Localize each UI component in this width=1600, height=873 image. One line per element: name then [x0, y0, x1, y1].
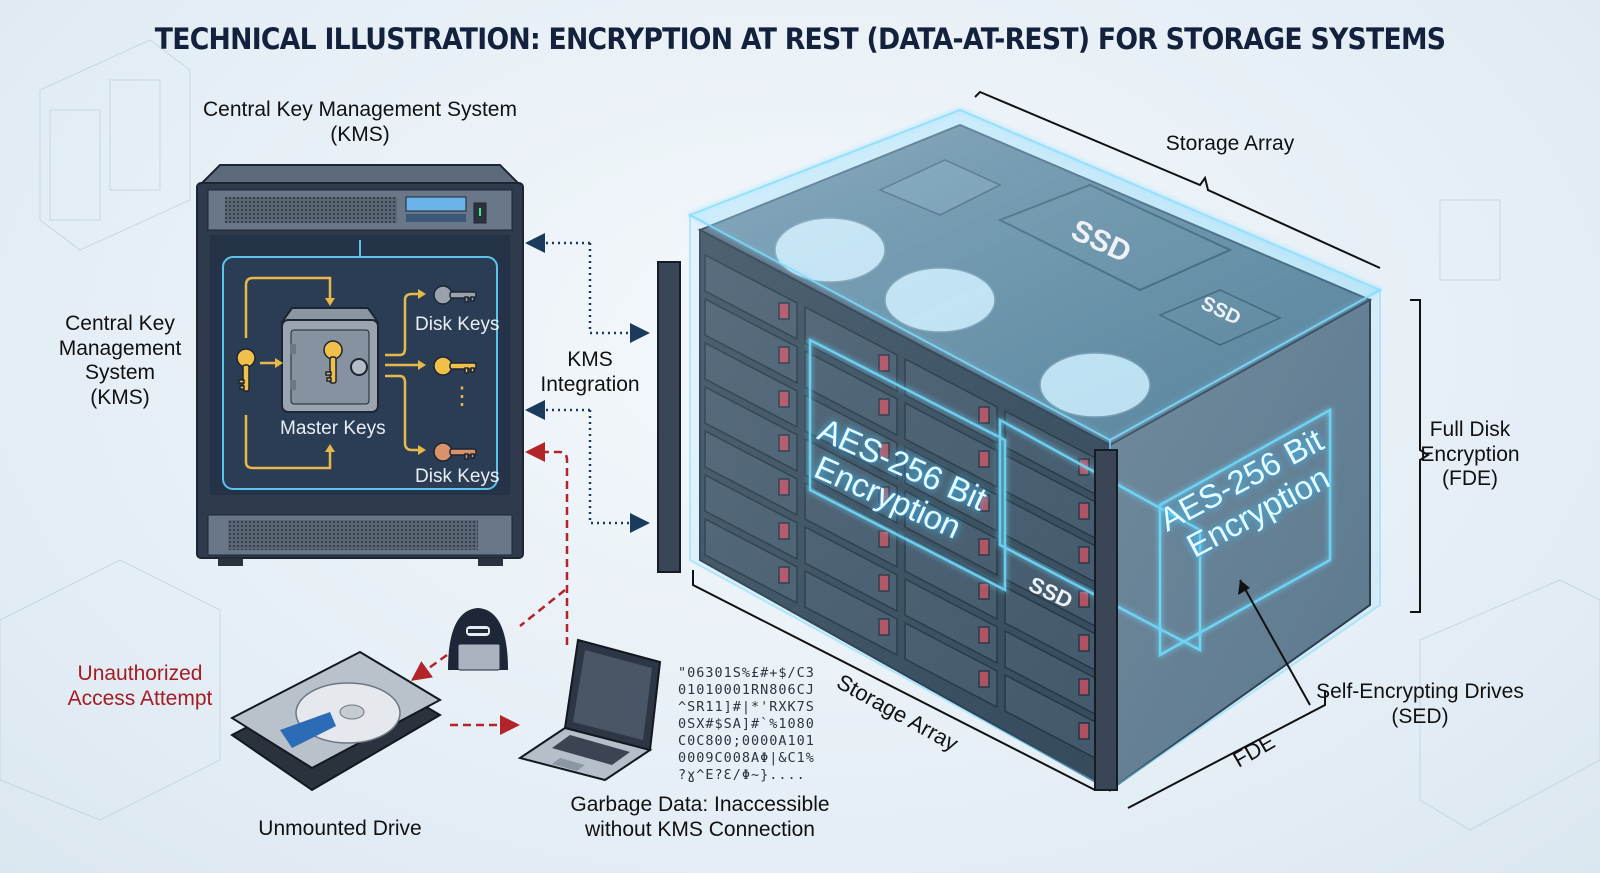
key-flow-arrowheads	[275, 289, 426, 455]
kms-integration-line2: Integration	[540, 372, 640, 396]
sed-label-line1: Self-Encrypting Drives	[1316, 680, 1524, 703]
unmounted-drive-icon	[229, 650, 443, 792]
garbage-line: ^SR11]#|*'RXK7S	[678, 699, 815, 715]
kms-top-label-line1: Central Key Management System	[203, 98, 517, 121]
sed-pointer-arrowhead	[1238, 580, 1250, 595]
key-flow-arrows	[244, 276, 420, 470]
garbage-line: C0C800;0000A101	[678, 733, 815, 749]
laptop-icon	[517, 638, 662, 782]
kms-integration-label: KMS Integration	[540, 348, 640, 397]
brackets	[692, 90, 1430, 809]
unauthorized-access-label: Unauthorized Access Attempt	[50, 662, 230, 711]
kms-integration-line1: KMS	[567, 348, 613, 371]
storage-array-top-label: Storage Array	[1165, 132, 1295, 155]
attack-arrows	[410, 442, 569, 735]
disk-keys-label-top: Disk Keys	[415, 314, 500, 335]
storage-array	[657, 108, 1383, 792]
garbage-line: 0SX#$SA]#`%1080	[678, 716, 815, 732]
master-keys-label: Master Keys	[280, 418, 386, 439]
kms-side-label-line: (KMS)	[90, 385, 150, 409]
unauthorized-line2: Access Attempt	[67, 686, 213, 710]
sed-label-line2: (SED)	[1391, 704, 1449, 728]
garbage-caption-line1: Garbage Data: Inaccessible	[570, 793, 830, 816]
kms-top-label: Central Key Management System (KMS)	[160, 98, 560, 147]
garbage-line: 01010001RN806CJ	[678, 682, 815, 698]
kms-side-label-line: Management	[58, 336, 182, 360]
fde-label-line: Full Disk	[1429, 418, 1511, 441]
sed-label: Self-Encrypting Drives (SED)	[1300, 680, 1540, 729]
garbage-line: ?ɣ^E?Ɛ/Φ~}....	[678, 767, 806, 783]
background-decor	[0, 39, 1600, 831]
fde-label-line: Encryption	[1420, 442, 1520, 466]
fde-label: Full Disk Encryption (FDE)	[1400, 418, 1540, 492]
more-keys-ellipsis: ⋮	[450, 383, 474, 410]
garbage-caption-line2: without KMS Connection	[585, 817, 815, 841]
unauthorized-line1: Unauthorized	[77, 662, 203, 685]
garbage-line: "06301S%£#+$/C3	[678, 665, 815, 681]
page-title: TECHNICAL ILLUSTRATION: ENCRYPTION AT RE…	[154, 22, 1446, 56]
kms-side-label-line: System	[84, 361, 155, 385]
disk-keys-label-bottom: Disk Keys	[415, 466, 500, 487]
garbage-data-caption: Garbage Data: Inaccessible without KMS C…	[540, 793, 860, 842]
unmounted-drive-label: Unmounted Drive	[258, 817, 422, 840]
kms-integration-arrows	[525, 233, 650, 533]
garbage-line: 0009C008AΦ|&C1%	[678, 750, 815, 766]
kms-top-label-line2: (KMS)	[330, 122, 390, 146]
kms-side-label: Central Key Management System (KMS)	[40, 312, 200, 410]
kms-side-label-line: Central Key	[65, 312, 175, 335]
fde-label-line: (FDE)	[1442, 467, 1498, 491]
hacker-icon	[448, 608, 508, 671]
